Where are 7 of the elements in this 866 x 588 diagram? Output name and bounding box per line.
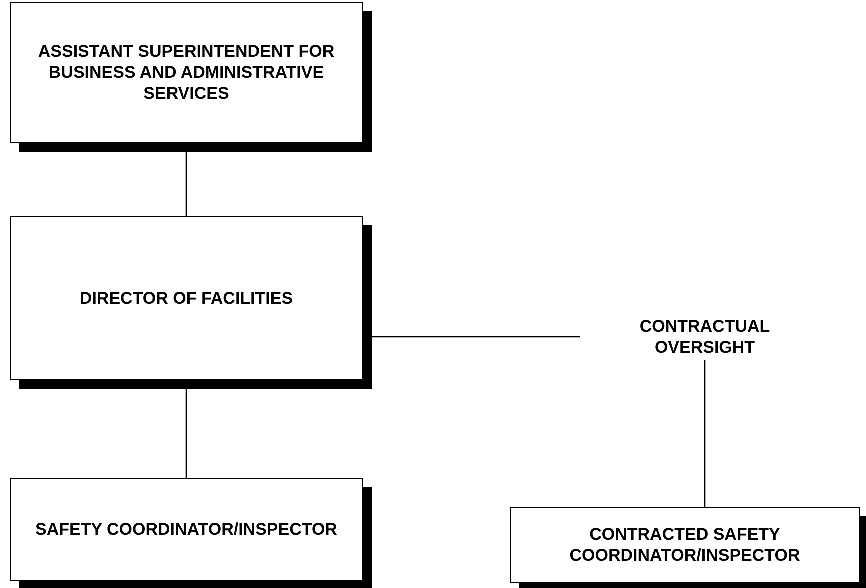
role-title: DIRECTOR OF FACILITIES xyxy=(78,288,294,308)
role-title: ASSISTANT SUPERINTENDENT FOR BUSINESS AND ADMINISTRATIVE SERVICES xyxy=(37,41,336,104)
connector-line xyxy=(704,360,706,507)
role-title: SAFETY COORDINATOR/INSPECTOR xyxy=(34,519,338,540)
relation-label: CONTRACTUAL OVERSIGHT xyxy=(638,316,772,358)
role-title: CONTRACTED SAFETY COORDINATOR/INSPECTOR xyxy=(568,524,802,566)
connector-line xyxy=(372,336,580,338)
